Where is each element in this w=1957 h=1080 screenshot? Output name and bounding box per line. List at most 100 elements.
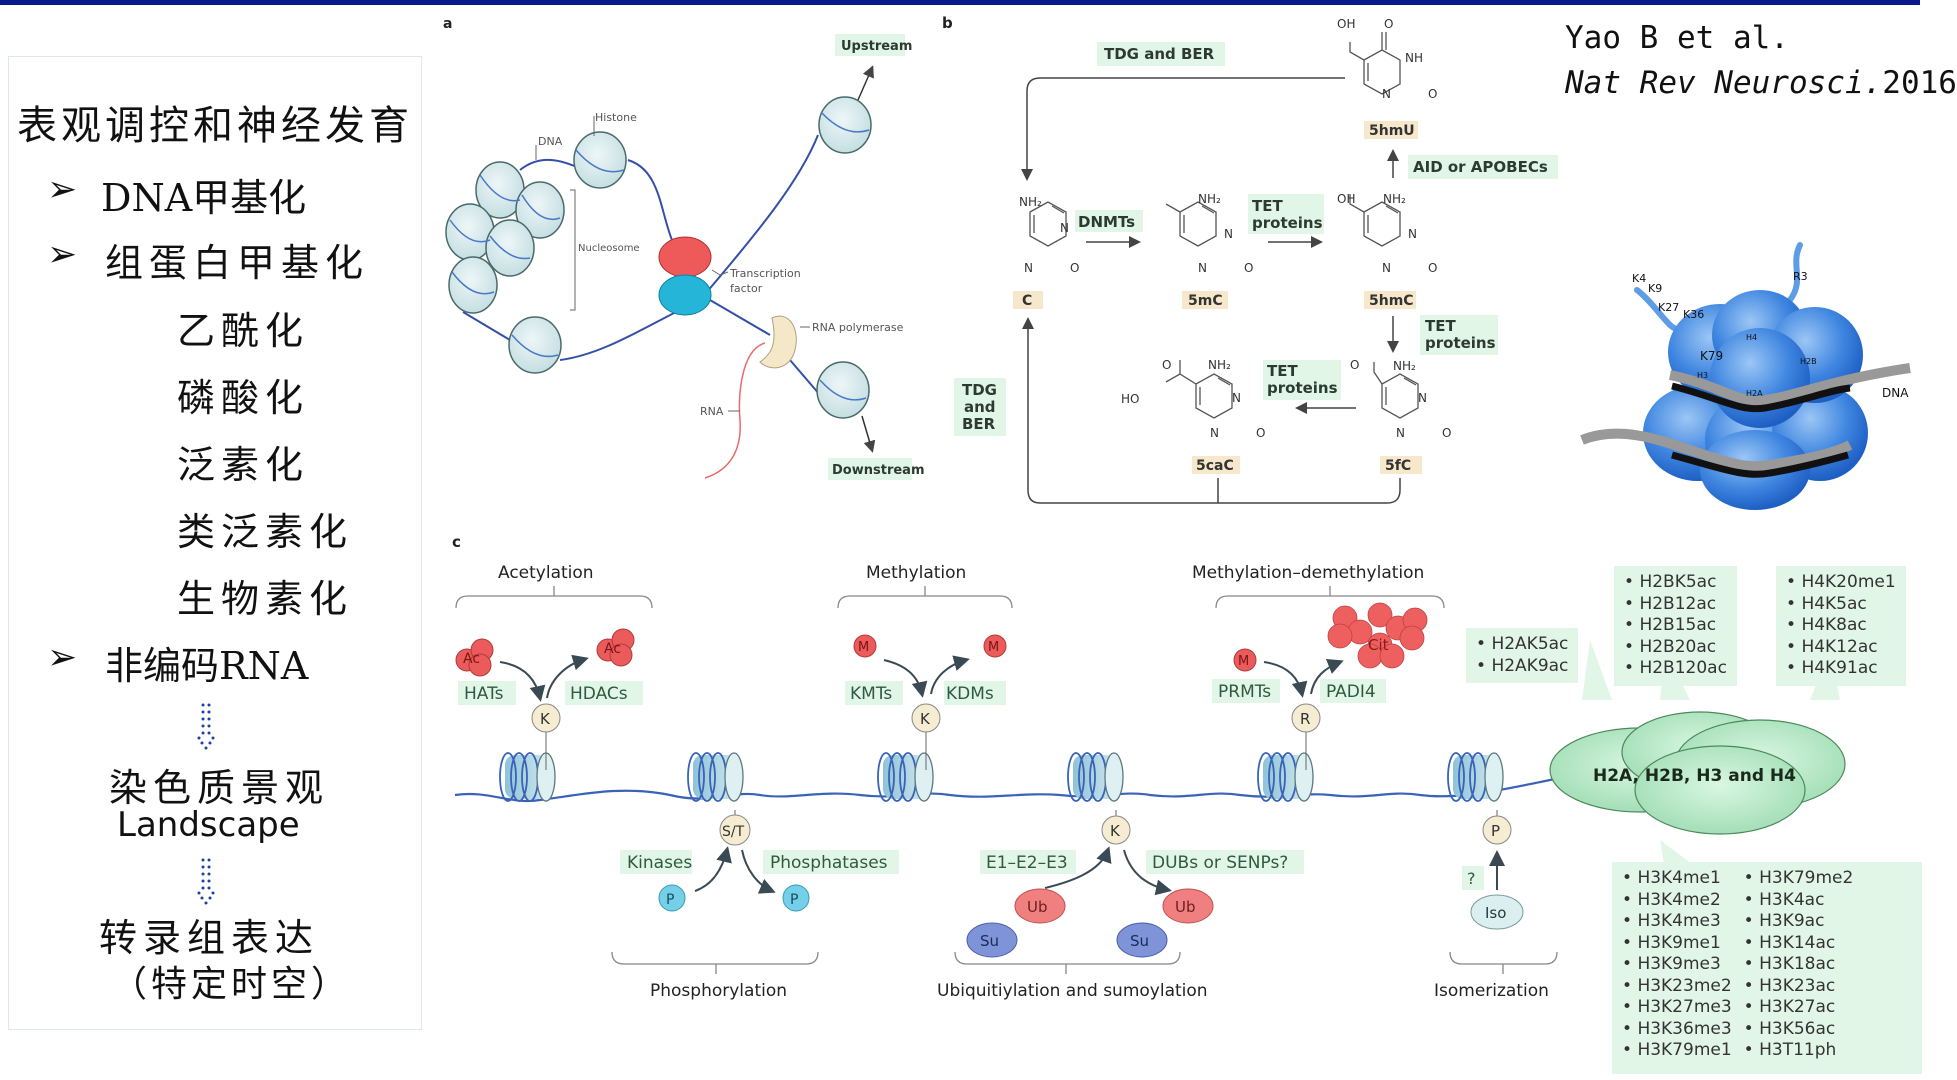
isomerization-module: P ? Iso: [1462, 810, 1524, 930]
atom-n: N: [1396, 426, 1405, 440]
histone-ball: [448, 256, 498, 314]
atom-oh: OH: [1337, 17, 1355, 31]
mark-h3-item: • H3K4me3: [1622, 911, 1721, 931]
molecule-5hmu: [1349, 32, 1401, 95]
panel-b: b TDG and BER NH₂ N N O C DNMTs NH₂ N N …: [942, 14, 1558, 504]
atom-o: O: [1162, 358, 1171, 372]
tail-label-k4: K4: [1632, 272, 1646, 285]
dotted-down-arrow-icon: [197, 858, 215, 905]
nucleosome-spool: [1257, 752, 1314, 802]
citation-year: 2016: [1882, 65, 1957, 101]
atom-o: O: [1428, 87, 1437, 101]
residue-k-methylation: K: [920, 710, 931, 728]
dna-strand: [709, 299, 771, 336]
panel-a-label: a: [443, 16, 452, 32]
rna-strand: [704, 342, 766, 479]
atom-nh2: NH₂: [1198, 192, 1221, 206]
residue-k-acetylation: K: [540, 710, 551, 728]
bullet-arrow-icon: ➢: [47, 234, 78, 275]
group-title-acetylation: Acetylation: [498, 563, 594, 583]
label-downstream: Downstream: [832, 463, 925, 478]
mark-h4-item: • H4K12ac: [1786, 636, 1878, 657]
mark-h3-item: • H3K36me3: [1622, 1018, 1732, 1039]
mark-h3-item: • H3K18ac: [1743, 954, 1836, 974]
nucleosome-cluster: [445, 96, 872, 419]
molecule-5cac: [1165, 360, 1233, 419]
mark-ac-left: Ac: [463, 651, 480, 667]
ubiquitylation-module: K E1–E2–E3 DUBs or SENPs? Ub Su Ub Su: [966, 810, 1304, 958]
slide-top-bar: [0, 0, 1920, 5]
atom-n: N: [1024, 261, 1033, 275]
mark-su-right: Su: [1130, 932, 1149, 950]
mark-h3-item: • H3K9ac: [1743, 911, 1825, 931]
label-transcription-factor: Transcription: [729, 267, 801, 280]
atom-o: O: [1384, 17, 1393, 31]
residue-r: R: [1300, 710, 1310, 728]
atom-n: N: [1382, 261, 1391, 275]
label-h2a: H2A: [1746, 389, 1763, 398]
mark-h2b-item: • H2B12ac: [1624, 593, 1717, 614]
nucleosome-spool: [1447, 752, 1504, 802]
citation-journal-name: Nat Rev Neurosci.: [1565, 65, 1883, 101]
enzyme-tet-1: TET: [1252, 197, 1283, 215]
transcription-factor-blue: [658, 274, 712, 316]
molecule-5hmc: [1349, 194, 1401, 247]
mark-h3-item: • H3K9me1: [1622, 932, 1721, 953]
atom-nh2: NH₂: [1383, 192, 1406, 206]
group-title-phosphorylation: Phosphorylation: [650, 981, 787, 1001]
dna-backbone: [454, 776, 1561, 803]
compound-c: C: [1022, 293, 1032, 309]
molecule-c: [1029, 201, 1067, 247]
mark-h2b-item: • H2BK5ac: [1624, 572, 1717, 592]
atom-n: N: [1198, 261, 1207, 275]
label-h3: H3: [1697, 371, 1708, 380]
mark-su-left: Su: [980, 932, 999, 950]
citation-authors: Yao B et al.: [1565, 20, 1789, 56]
mark-h2a-item: • H2AK5ac: [1476, 634, 1569, 654]
sub-item-phosphorylation: 磷酸化: [177, 376, 310, 420]
atom-o: O: [1428, 261, 1437, 275]
enzyme-tdg-left-ber: BER: [962, 415, 996, 433]
label-rna: RNA: [700, 405, 724, 418]
atom-nh2: NH₂: [1019, 195, 1042, 209]
label-nucleosome: Nucleosome: [578, 243, 640, 254]
mark-h2b-item: • H2B120ac: [1624, 658, 1727, 678]
histone-ball: [515, 181, 565, 239]
mark-h3-item: • H3K14ac: [1743, 932, 1836, 953]
enzyme-tdg-left: TDG: [962, 381, 997, 399]
sub-item-biotinylation: 生物素化: [177, 577, 354, 621]
phosphorylation-module: S/T Kinases Phosphatases P P: [620, 810, 899, 912]
panel-c-label: c: [452, 533, 461, 551]
histone-ball: [485, 219, 535, 277]
mark-h4-item: • H4K91ac: [1786, 658, 1878, 678]
atom-nh2: NH₂: [1393, 359, 1416, 373]
label-histone: Histone: [595, 111, 637, 124]
writer-hats: HATs: [464, 684, 504, 704]
residue-k-ubiquitin: K: [1110, 822, 1121, 840]
residue-p: P: [1491, 822, 1500, 840]
atom-nh: NH: [1405, 51, 1423, 65]
group-title-isomerization: Isomerization: [1434, 981, 1549, 1001]
dotted-down-arrow-icon: [197, 703, 215, 750]
mark-h2b-item: • H2B15ac: [1624, 615, 1717, 635]
tail-label-r3: R3: [1793, 270, 1808, 283]
mark-h3-item: • H3T11ph: [1743, 1040, 1837, 1060]
label-upstream: Upstream: [841, 39, 912, 54]
mark-ub-right: Ub: [1175, 898, 1196, 916]
mark-h2b-item: • H2B20ac: [1624, 636, 1717, 657]
compound-5mc: 5mC: [1188, 293, 1223, 309]
label-k79: K79: [1700, 349, 1723, 363]
nucleosome-3d: K4 K9 K27 K36 R3 K79 H3 H4 H2B H2A DNA: [1580, 242, 1911, 510]
transcription-factor-red: [658, 236, 712, 278]
h2a-marks-box: • H2AK5ac • H2AK9ac: [1466, 628, 1579, 683]
nucleosome-spool: [687, 752, 744, 802]
spatiotemporal-label: （特定时空）: [111, 964, 352, 1005]
mark-h4-item: • H4K5ac: [1786, 593, 1867, 614]
enzyme-tet-2-proteins: proteins: [1425, 334, 1496, 352]
atom-ho: HO: [1121, 392, 1139, 406]
group-title-methylation-demethylation: Methylation–demethylation: [1192, 563, 1424, 583]
writer-unknown: ?: [1467, 869, 1476, 888]
landscape-label: Landscape: [117, 805, 300, 845]
mark-h2a-item: • H2AK9ac: [1476, 655, 1569, 676]
dna-strand: [462, 311, 511, 341]
